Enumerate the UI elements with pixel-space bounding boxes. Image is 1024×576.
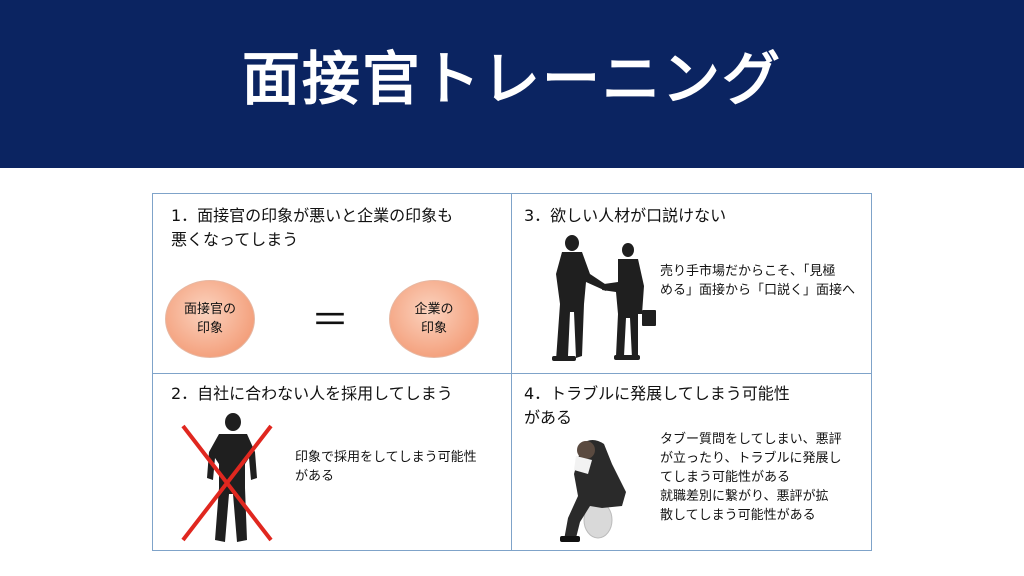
cell-4-heading-line1: 4．トラブルに発展してしまう可能性	[524, 384, 790, 403]
company-impression-oval: 企業の印象	[389, 280, 479, 358]
oval-left-line2: 印象	[196, 321, 223, 336]
page-title: 面接官トレーニング	[241, 45, 782, 113]
cell-4-note-line5: 散してしまう可能性がある	[660, 508, 816, 523]
cell-4-note-line2: が立ったり、トラブルに発展し	[660, 451, 842, 466]
cell-4-note-line1: タブー質問をしてしまい、悪評	[660, 432, 842, 447]
cell-3-note-line2: める」面接から「口説く」面接へ	[660, 283, 856, 298]
handshake-silhouette	[552, 235, 656, 361]
cell-impression: 1．面接官の印象が悪いと企業の印象も 悪くなってしまう 面接官の印象 ＝ 企業の…	[153, 194, 511, 373]
grid-divider-vertical	[511, 194, 512, 550]
worried-man-silhouette	[560, 440, 626, 542]
cell-4-heading-line2: がある	[524, 408, 573, 427]
cell-3-note: 売り手市場だからこそ、「見極 める」面接から「口説く」面接へ	[660, 262, 855, 300]
cell-recruiting: 3．欲しい人材が口説けない 売り手市場だからこそ、「見極 める」面接から「口説く…	[512, 194, 871, 373]
cell-mismatch-hire: 2．自社に合わない人を採用してしまう 印象で採用をしてしまう可能性 がある	[153, 374, 511, 550]
grid-divider-horizontal	[153, 373, 871, 374]
cell-4-heading: 4．トラブルに発展してしまう可能性 がある	[524, 382, 790, 430]
cell-2-note-line2: がある	[295, 469, 335, 484]
oval-right-line2: 印象	[420, 321, 447, 336]
cell-2-note-line1: 印象で採用をしてしまう可能性	[295, 450, 477, 465]
cell-4-note-line4: 就職差別に繋がり、悪評が拡	[660, 489, 829, 504]
cell-1-heading-line2: 悪くなってしまう	[171, 230, 299, 249]
interviewer-impression-oval: 面接官の印象	[165, 280, 255, 358]
oval-right-line1: 企業の	[414, 302, 454, 317]
cell-2-note: 印象で採用をしてしまう可能性 がある	[295, 448, 477, 486]
cell-trouble: 4．トラブルに発展してしまう可能性 がある タブー質問をしてしまい、悪評 が立っ…	[512, 374, 871, 550]
cell-1-heading: 1．面接官の印象が悪いと企業の印象も 悪くなってしまう	[171, 204, 453, 252]
content-grid: 1．面接官の印象が悪いと企業の印象も 悪くなってしまう 面接官の印象 ＝ 企業の…	[152, 193, 872, 551]
oval-left-line1: 面接官の	[183, 302, 236, 317]
cell-3-note-line1: 売り手市場だからこそ、「見極	[660, 264, 836, 279]
cell-4-note: タブー質問をしてしまい、悪評 が立ったり、トラブルに発展し てしまう可能性がある…	[660, 430, 842, 525]
cell-1-heading-line1: 1．面接官の印象が悪いと企業の印象も	[171, 206, 454, 225]
header-banner: 面接官トレーニング	[0, 0, 1024, 168]
cell-2-heading: 2．自社に合わない人を採用してしまう	[171, 384, 453, 403]
cell-4-note-line3: てしまう可能性がある	[660, 470, 791, 485]
red-cross-icon	[181, 424, 273, 542]
equals-sign: ＝	[311, 298, 350, 342]
cell-3-heading: 3．欲しい人材が口説けない	[524, 206, 727, 225]
